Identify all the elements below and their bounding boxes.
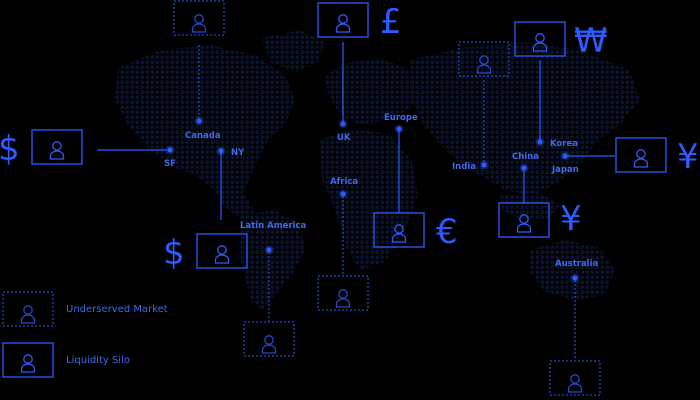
label-japan: Japan [551, 165, 579, 175]
world-map-continents [115, 30, 640, 310]
label-ny: NY [231, 148, 245, 158]
south-america-shape [238, 210, 305, 310]
underserved-box-latin-america [243, 321, 295, 357]
liquidity-silo-boxes [31, 2, 667, 269]
dot-sf [165, 145, 175, 155]
person-icon [49, 141, 65, 160]
silo-box-china [498, 202, 550, 238]
dot-canada [194, 116, 204, 126]
dot-india [479, 160, 489, 170]
person-icon [567, 374, 583, 393]
currency-dollar-sf: $ [0, 129, 20, 169]
person-icon [335, 289, 351, 308]
label-africa: Africa [330, 177, 358, 187]
connectors [97, 42, 615, 360]
location-labels: Canada SF NY UK Europe Africa Latin Amer… [164, 113, 599, 269]
dot-ny [216, 146, 226, 156]
silo-box-ny [196, 233, 248, 269]
legend-underserved-box [2, 291, 54, 327]
central-america-shape [215, 190, 255, 218]
label-uk: UK [337, 133, 351, 143]
legend-underserved-label: Underserved Market [66, 304, 168, 315]
label-china: China [512, 152, 539, 162]
person-icon [633, 149, 649, 168]
person-icon [261, 335, 277, 354]
dot-china [519, 163, 529, 173]
label-sf: SF [164, 159, 176, 169]
label-latin-america: Latin America [240, 221, 306, 231]
label-india: India [452, 162, 476, 172]
dot-europe [394, 124, 404, 134]
currency-dollar-latam: $ [163, 233, 185, 273]
location-dots [165, 116, 580, 283]
label-australia: Australia [555, 259, 599, 269]
label-europe: Europe [384, 113, 418, 123]
person-icon [214, 245, 230, 264]
dot-korea [535, 137, 545, 147]
dot-africa [338, 189, 348, 199]
dot-uk [338, 119, 348, 129]
legend-silo: Liquidity Silo [2, 342, 130, 378]
dot-latin-america [264, 245, 274, 255]
silo-box-japan [615, 137, 667, 173]
currency-won: ₩ [574, 21, 608, 61]
legend: Underserved Market Liquidity Silo [2, 291, 168, 378]
currency-yen-china: ¥ [560, 199, 582, 239]
legend-underserved: Underserved Market [2, 291, 168, 327]
australia-shape [530, 240, 615, 300]
currency-pound: £ [380, 2, 402, 42]
north-america-shape [115, 45, 295, 200]
silo-box-korea [514, 21, 566, 57]
underserved-box-australia [549, 360, 601, 396]
legend-silo-label: Liquidity Silo [66, 355, 130, 366]
southeast-asia-shape [500, 192, 560, 220]
silo-box-sf [31, 129, 83, 165]
person-icon [20, 305, 36, 324]
currency-yen-japan: ¥ [677, 137, 699, 177]
underserved-market-boxes [173, 0, 601, 396]
dot-japan [560, 151, 570, 161]
person-icon [335, 14, 351, 33]
africa-shape [320, 128, 418, 270]
silo-box-uk [317, 2, 369, 38]
underserved-box-canada [173, 0, 225, 36]
label-canada: Canada [185, 131, 221, 141]
europe-shape [325, 58, 420, 125]
legend-silo-box [2, 342, 54, 378]
person-icon [191, 14, 207, 33]
currency-euro: € [436, 212, 458, 252]
underserved-box-africa [317, 275, 369, 311]
label-korea: Korea [550, 139, 578, 149]
currency-symbols: £ ₩ $ ¥ $ € ¥ [0, 2, 699, 273]
greenland-shape [262, 30, 325, 72]
underserved-box-india [458, 41, 510, 77]
silo-box-europe [373, 212, 425, 248]
asia-shape [410, 42, 640, 195]
person-icon [20, 354, 36, 373]
dot-australia [570, 273, 580, 283]
